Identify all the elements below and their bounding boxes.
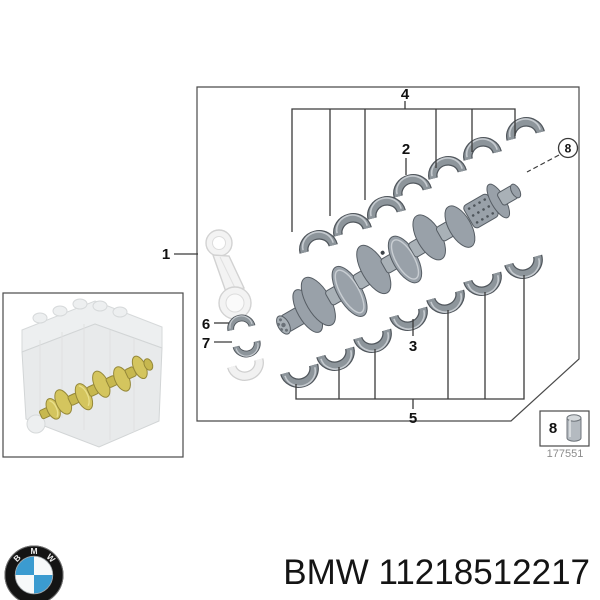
bearing-shell (507, 116, 541, 140)
callout-6-label: 6 (202, 316, 210, 333)
inset-engine-thumbnail (2, 292, 184, 458)
callout-8-label: 8 (565, 142, 572, 156)
bmw-quadrant-top-left (15, 556, 34, 575)
callout-8-circle (557, 137, 579, 159)
callout-4-bracket (291, 101, 516, 232)
bmw-letter-m: M (30, 546, 37, 556)
bmw-quadrant-bottom-left (15, 575, 34, 594)
bearing-shell (368, 195, 402, 219)
callout-3-label: 3 (409, 338, 417, 355)
part-number-caption: BMW 11218512217 (283, 553, 590, 592)
callout-8-leader (526, 154, 560, 173)
inset-crankshaft-highlight (38, 355, 154, 420)
legend-code: 177551 (547, 448, 584, 460)
bmw-logo: B M W (4, 545, 64, 600)
crankshaft-drawing (276, 183, 522, 335)
rod-bearing-shell-lower (236, 341, 261, 358)
bearing-shell (320, 348, 354, 373)
callout-1-label: 1 (162, 246, 170, 263)
bmw-quadrant-bottom-right (34, 575, 53, 594)
callout-5-bracket (295, 275, 525, 409)
callout-5-label: 5 (409, 410, 417, 427)
rod-cap-ghost (232, 359, 262, 379)
main-diagram-frame (196, 86, 580, 422)
callout-7-label: 7 (202, 335, 210, 352)
bearing-shell (464, 136, 498, 160)
bearing-shell (284, 365, 318, 390)
callout-4-label: 4 (401, 86, 410, 103)
bearing-shell (508, 256, 542, 281)
bearing-shell (393, 308, 427, 333)
bearing-shell (429, 155, 463, 179)
callout-2-label: 2 (402, 141, 410, 158)
dowel-pin-icon (566, 414, 582, 442)
legend-box (539, 410, 590, 447)
bmw-letter-b: B (11, 552, 22, 563)
bearing-shell (300, 229, 334, 253)
legend-number: 8 (549, 420, 557, 437)
connecting-rod-drawing (205, 229, 262, 379)
bearing-shell (394, 173, 428, 197)
bearing-shell (334, 212, 368, 236)
bmw-quadrant-top-right (34, 556, 53, 575)
